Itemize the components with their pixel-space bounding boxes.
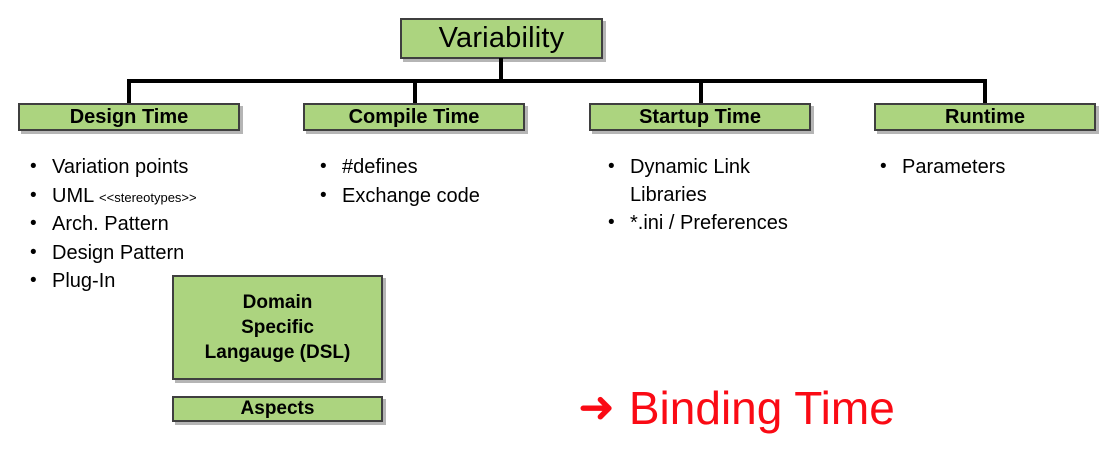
connector-root-stem bbox=[499, 58, 503, 82]
bullet-icon: • bbox=[320, 156, 327, 177]
root-node-variability[interactable]: Variability bbox=[400, 18, 603, 59]
list-item: • Exchange code bbox=[320, 183, 560, 211]
connector-drop-startup-time bbox=[699, 79, 703, 104]
connector-drop-design-time bbox=[127, 79, 131, 104]
extra-box-dsl-line-2: Specific bbox=[241, 316, 314, 338]
bullet-list-design-time: • Variation points • UML <<stereotypes>>… bbox=[30, 154, 285, 297]
bullet-icon: • bbox=[320, 184, 327, 206]
list-item: • Variation points bbox=[30, 154, 285, 182]
list-item-label: Design Pattern bbox=[52, 241, 185, 264]
extra-box-dsl-line-3: Langauge (DSL) bbox=[204, 342, 351, 364]
list-item: • UML <<stereotypes>> bbox=[30, 183, 285, 211]
list-item-label: Dynamic Link Libraries bbox=[630, 156, 751, 206]
list-item-label: Exchange code bbox=[342, 184, 480, 207]
bullet-list-startup-time: • Dynamic Link Libraries • *.ini / Prefe… bbox=[608, 154, 853, 239]
list-item: • Parameters bbox=[880, 154, 1090, 182]
list-item-label: #defines bbox=[342, 156, 418, 178]
extra-box-aspects-line-1: Aspects bbox=[240, 398, 315, 420]
bullet-icon: • bbox=[30, 213, 37, 235]
list-item-label: *.ini / Preferences bbox=[630, 212, 788, 235]
list-item: • *.ini / Preferences bbox=[608, 210, 853, 238]
phase-label-design-time: Design Time bbox=[69, 105, 189, 128]
list-item-label: Variation points bbox=[52, 156, 189, 178]
connector-drop-compile-time bbox=[413, 79, 417, 104]
extra-box-dsl[interactable]: Domain Specific Langauge (DSL) bbox=[172, 275, 383, 380]
list-item: • Design Pattern bbox=[30, 240, 285, 268]
phase-box-design-time[interactable]: Design Time bbox=[18, 103, 240, 131]
bullet-icon: • bbox=[30, 241, 37, 263]
right-arrow-icon: ➜ bbox=[578, 382, 615, 433]
phase-label-runtime: Runtime bbox=[945, 105, 1025, 128]
list-item-label: Parameters bbox=[902, 156, 1006, 178]
list-item-text: UML bbox=[52, 184, 100, 207]
connector-drop-runtime bbox=[983, 79, 987, 104]
phase-box-runtime[interactable]: Runtime bbox=[874, 103, 1096, 131]
bullet-icon: • bbox=[30, 184, 37, 206]
list-item: • Plug-In bbox=[30, 268, 285, 296]
bullet-icon: • bbox=[30, 156, 37, 177]
extra-box-aspects[interactable]: Aspects bbox=[172, 396, 383, 422]
bullet-icon: • bbox=[30, 270, 37, 292]
connector-horizontal-bus bbox=[127, 79, 987, 83]
bullet-icon: • bbox=[608, 156, 615, 177]
extra-box-dsl-line-1: Domain bbox=[242, 291, 313, 313]
list-item-note: <<stereotypes>> bbox=[99, 189, 197, 205]
phase-label-compile-time: Compile Time bbox=[348, 105, 480, 128]
phase-box-compile-time[interactable]: Compile Time bbox=[303, 103, 525, 131]
bullet-list-compile-time: • #defines • Exchange code bbox=[320, 154, 560, 211]
binding-time-label: Binding Time bbox=[628, 382, 895, 434]
bullet-list-runtime: • Parameters bbox=[880, 154, 1090, 183]
list-item-label: UML <<stereotypes>> bbox=[52, 183, 285, 211]
bullet-icon: • bbox=[608, 212, 615, 234]
phase-box-startup-time[interactable]: Startup Time bbox=[589, 103, 811, 131]
bullet-icon: • bbox=[880, 156, 887, 177]
binding-time-callout: ➜ Binding Time bbox=[578, 385, 895, 431]
list-item: • Arch. Pattern bbox=[30, 211, 285, 239]
list-item-label: Plug-In bbox=[52, 270, 116, 293]
list-item-label: Arch. Pattern bbox=[52, 213, 169, 236]
list-item: • Dynamic Link Libraries bbox=[608, 154, 853, 209]
phase-label-startup-time: Startup Time bbox=[639, 105, 761, 128]
list-item: • #defines bbox=[320, 154, 560, 182]
root-node-label: Variability bbox=[438, 22, 565, 54]
